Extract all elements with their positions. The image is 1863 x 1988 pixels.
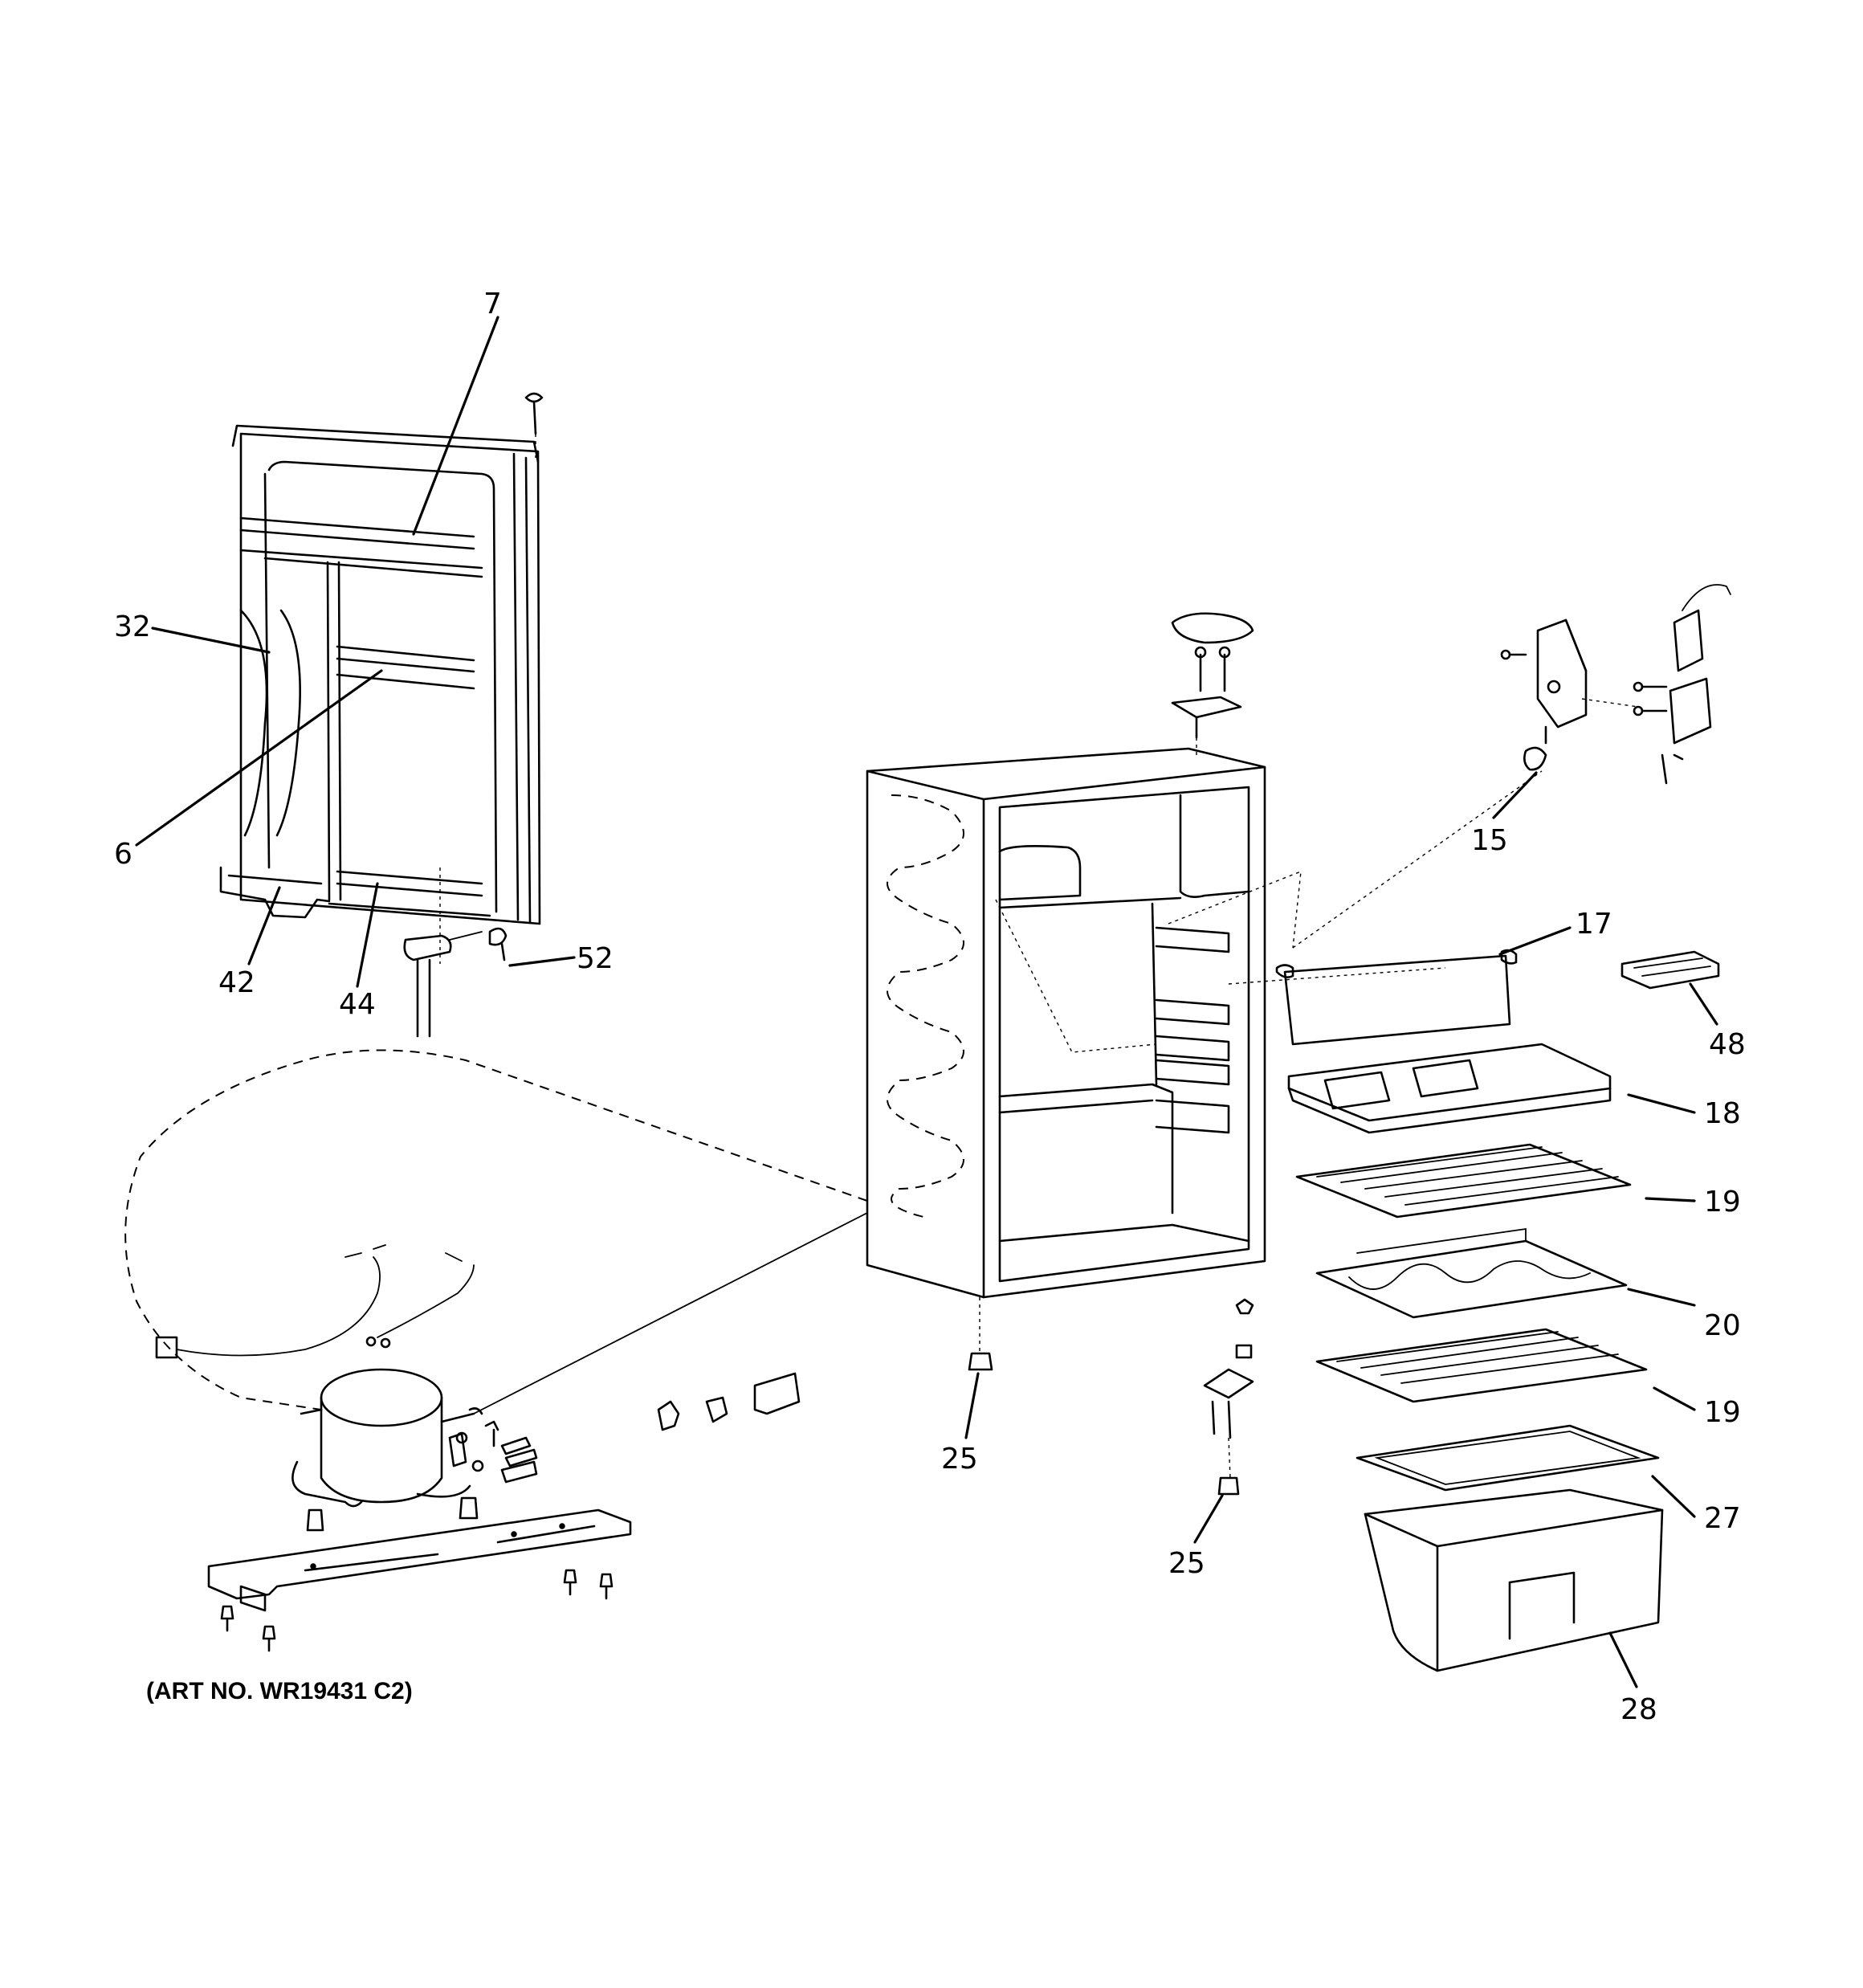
leader-28 [1608,1631,1638,1688]
leader-19b [1653,1386,1696,1411]
leader-25a [964,1372,980,1439]
callout-6: 6 [114,838,132,871]
callout-25a: 25 [941,1443,978,1476]
callout-leaders [135,316,1718,1688]
callout-7: 7 [483,288,502,320]
callout-18: 18 [1704,1097,1741,1130]
callout-27: 27 [1704,1502,1741,1535]
compressor-assembly [124,1049,868,1652]
callout-32: 32 [114,610,151,643]
leader-18 [1627,1093,1696,1114]
leader-52 [508,956,576,967]
callout-19b: 19 [1704,1396,1741,1429]
leader-27 [1651,1475,1696,1518]
leader-20 [1627,1288,1696,1307]
leader-19a [1645,1197,1696,1202]
callout-28: 28 [1620,1693,1657,1726]
thermostat-assembly [1500,584,1731,785]
callout-25b: 25 [1168,1547,1205,1580]
callout-19a: 19 [1704,1186,1741,1219]
leader-32 [151,627,271,654]
leader-42 [247,886,281,965]
door-assembly [219,392,544,1038]
callout-15: 15 [1471,824,1508,857]
callout-48: 48 [1709,1028,1746,1061]
art-number: (ART NO. WR19431 C2) [146,1678,413,1704]
callout-52: 52 [577,942,614,975]
leader-15 [1492,771,1538,819]
leader-6 [135,669,383,847]
leader-48 [1689,982,1718,1026]
leader-25b [1193,1494,1224,1544]
refrigerator-cabinet [866,612,1543,1496]
callout-20: 20 [1704,1309,1741,1342]
leader-44 [356,882,379,988]
callout-44: 44 [339,988,376,1021]
shelves-and-bins [1275,949,1720,1672]
callout-labels: 7 32 6 42 44 52 15 17 48 18 19 20 19 27 … [114,288,1746,1726]
callout-42: 42 [218,966,255,999]
leader-17 [1498,926,1572,956]
callout-17: 17 [1576,908,1612,941]
leader-7 [412,316,499,536]
